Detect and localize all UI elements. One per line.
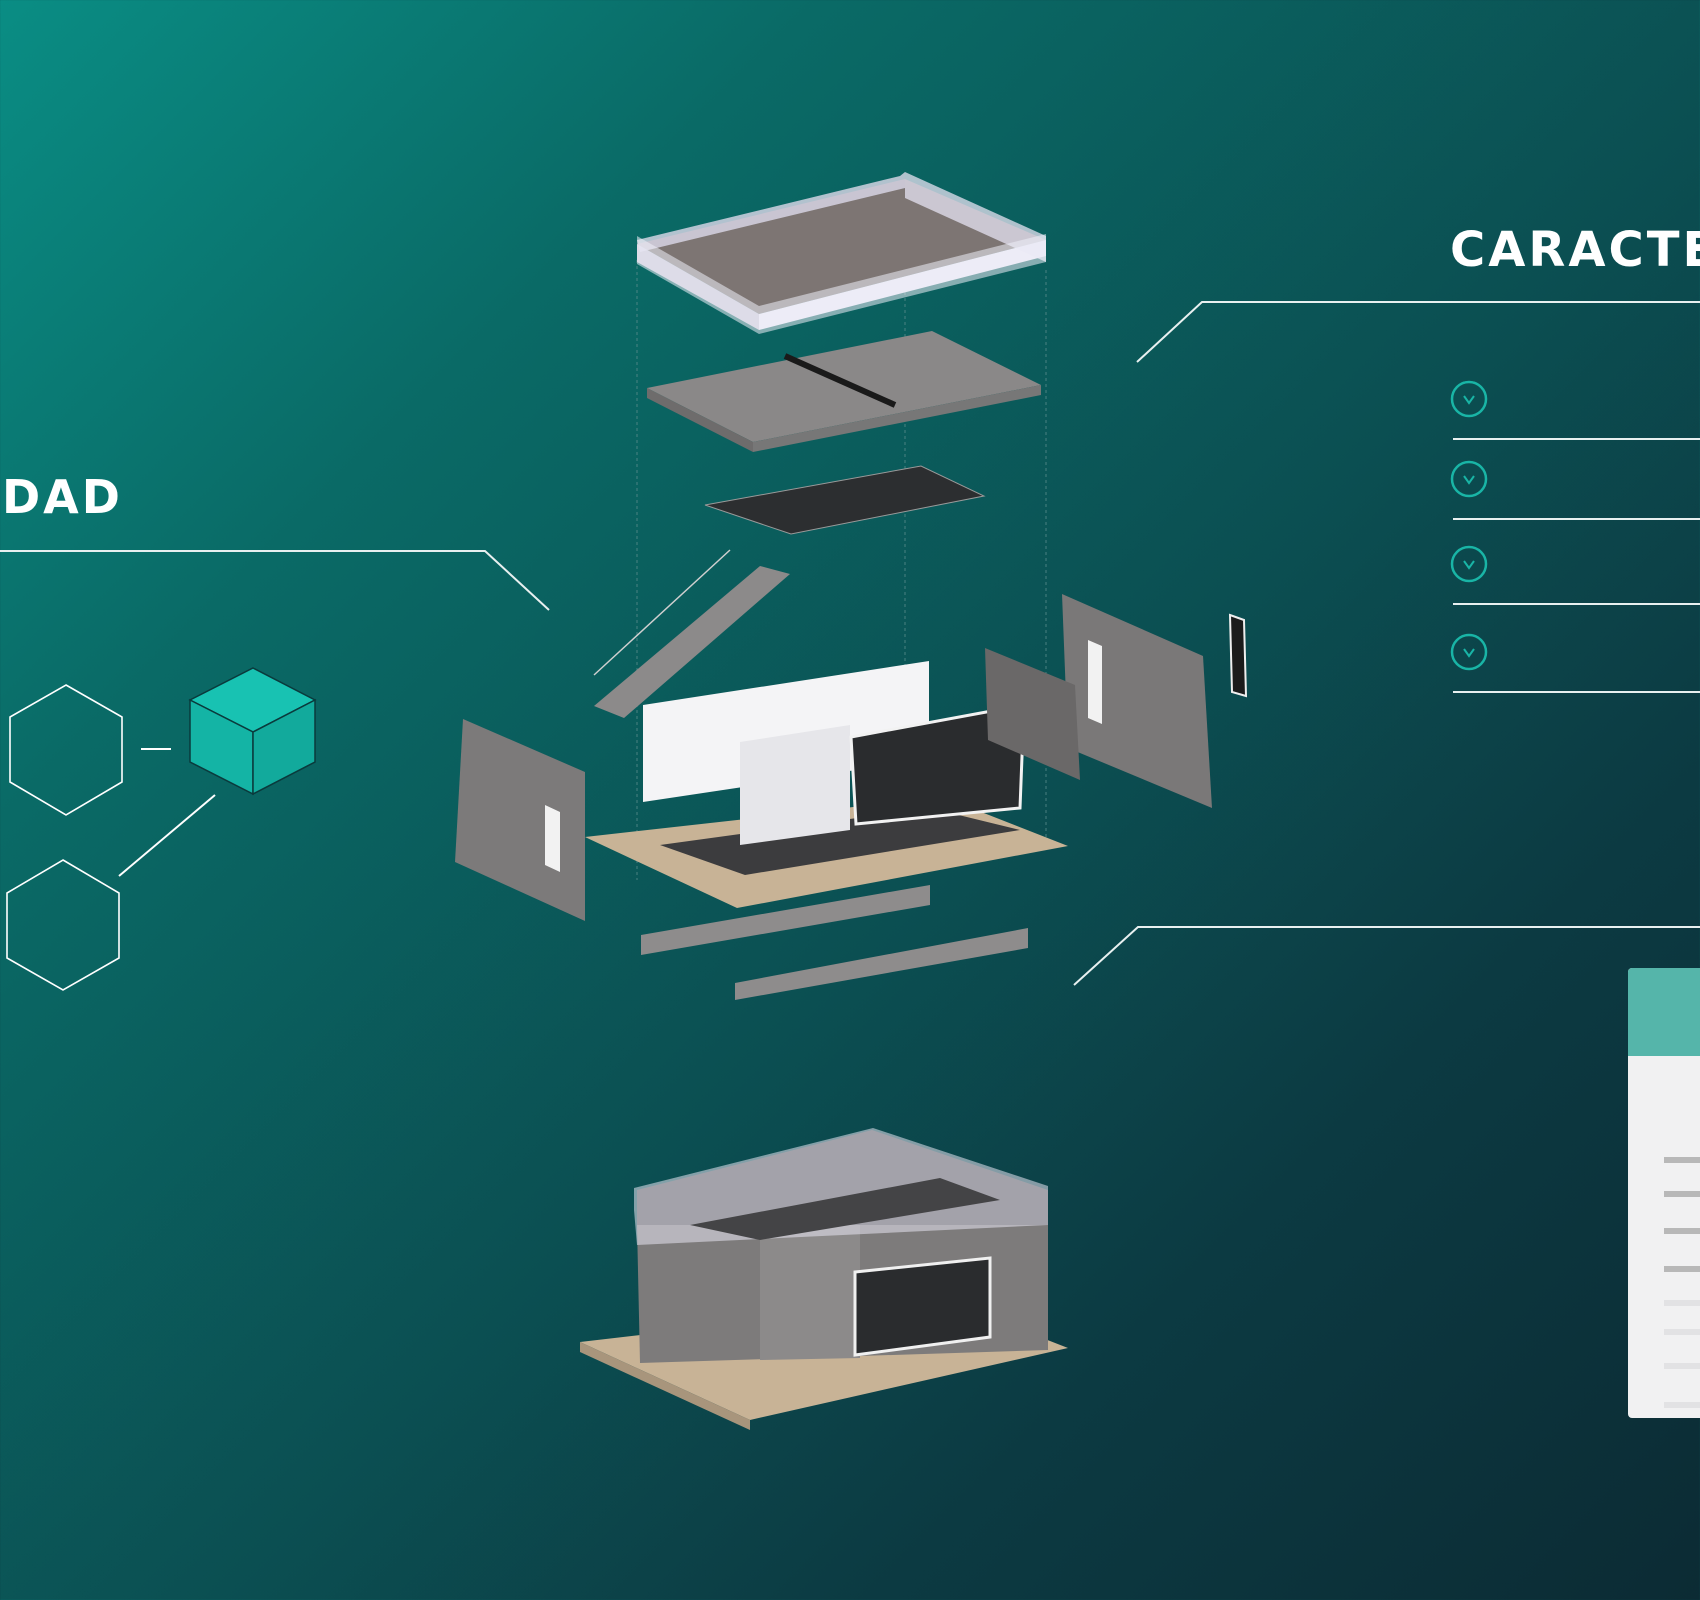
right-bottom-callout-line: [1073, 926, 1700, 986]
cube-icon: [188, 667, 317, 796]
glass-front: [849, 703, 1026, 826]
assembled-house-illustration: [580, 1128, 1068, 1430]
stairs-module: [594, 566, 790, 718]
chevron-down-circle-icon: [1450, 460, 1488, 498]
slab-module: [647, 331, 1041, 442]
card-placeholder-line: [1664, 1402, 1700, 1408]
checklist-item-3[interactable]: [1450, 545, 1488, 583]
card-placeholder-line: [1664, 1191, 1700, 1197]
exploded-house-illustration: [455, 172, 1248, 1000]
window-module: [1228, 613, 1248, 698]
left-wall-module: [455, 719, 585, 921]
beam: [641, 885, 930, 955]
connector-line: [118, 794, 216, 877]
modularity-heading: DAD: [2, 470, 123, 524]
features-heading: CARACTE: [1450, 222, 1700, 278]
hexagon-icon: [6, 859, 120, 991]
checklist-dividers: [1453, 438, 1700, 693]
chevron-down-circle-icon: [1450, 380, 1488, 418]
card-placeholder-line: [1664, 1300, 1700, 1306]
right-wall-module: [1062, 594, 1212, 808]
checklist-item-4[interactable]: [1450, 633, 1488, 671]
card-placeholder-line: [1664, 1329, 1700, 1335]
assembled-glass-front: [853, 1256, 992, 1357]
card-placeholder-line: [1664, 1228, 1700, 1234]
info-card: [1628, 968, 1700, 1418]
card-placeholder-line: [1664, 1363, 1700, 1369]
card-placeholder-line: [1664, 1266, 1700, 1272]
right-top-callout-line: [1136, 301, 1700, 363]
chevron-down-circle-icon: [1450, 545, 1488, 583]
left-callout-line: [0, 550, 550, 611]
card-placeholder-line: [1664, 1157, 1700, 1163]
beam: [735, 928, 1028, 1000]
chevron-down-circle-icon: [1450, 633, 1488, 671]
hexagon-icon: [9, 684, 123, 816]
floor-grid-module: [704, 465, 986, 535]
card-header: [1628, 968, 1700, 1056]
checklist-item-2[interactable]: [1450, 460, 1488, 498]
checklist-item-1[interactable]: [1450, 380, 1488, 418]
